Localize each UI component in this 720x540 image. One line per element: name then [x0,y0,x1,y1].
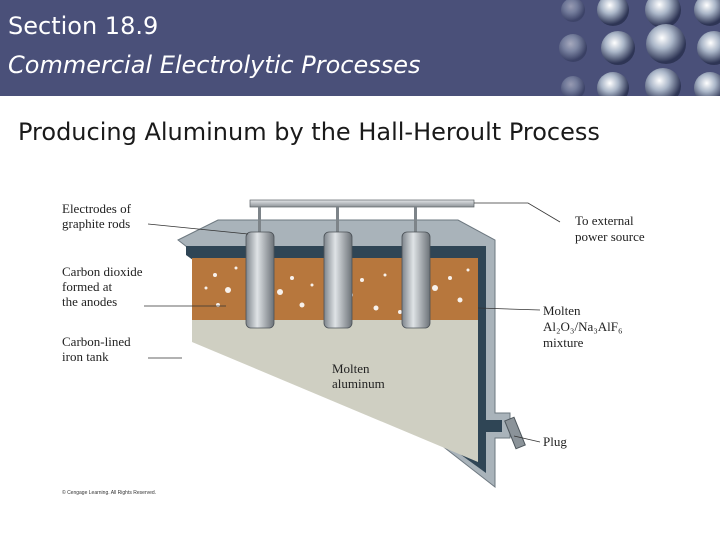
section-subtitle: Commercial Electrolytic Processes [8,51,421,79]
graphite-electrodes [245,199,475,329]
plug [504,416,526,450]
molten-aluminum [192,320,478,462]
power-wire [474,202,561,223]
label-mixture-formula: Al₂O₃/Na₃AlF₆ [543,319,623,334]
label-plug: Plug [543,434,567,449]
copyright-notice: © Cengage Learning. All Rights Reserved. [62,489,156,496]
label-co2-line1: Carbon dioxide [62,264,143,279]
decorative-spheres [478,0,720,96]
label-co2-line3: the anodes [62,294,117,309]
hall-heroult-cell-diagram: Electrodes of graphite rods Carbon dioxi… [62,199,645,496]
label-molten-mixture-line1: Molten [543,303,581,318]
label-tank-line2: iron tank [62,349,109,364]
label-aluminum-line2: aluminum [332,376,385,391]
label-power-line2: power source [575,229,645,244]
label-power-line1: To external [575,213,634,228]
label-mixture-line3: mixture [543,335,584,350]
label-co2-line2: formed at [62,279,113,294]
section-number: Section 18.9 [8,12,159,40]
label-aluminum-line1: Molten [332,361,370,376]
label-tank-line1: Carbon-lined [62,334,131,349]
slide-title: Producing Aluminum by the Hall-Heroult P… [18,118,600,146]
leader-lines [144,223,541,443]
label-electrodes-line1: Electrodes of [62,201,132,216]
slide-header: Section 18.9 Commercial Electrolytic Pro… [0,0,720,96]
label-electrodes-line2: graphite rods [62,216,130,231]
